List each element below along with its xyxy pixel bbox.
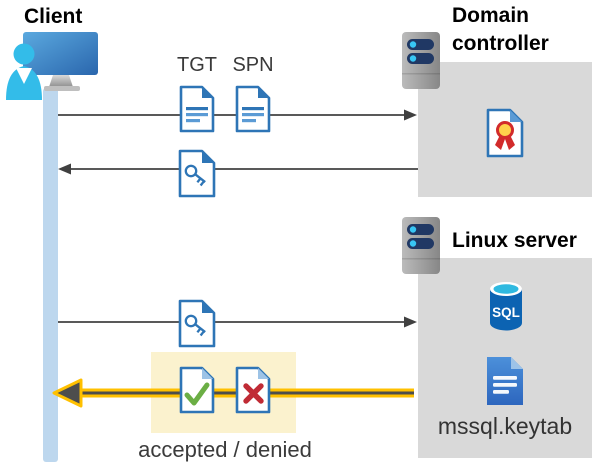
sql-icon-label: SQL <box>492 305 520 320</box>
arrow-service-request <box>58 316 417 328</box>
keytab-label: mssql.keytab <box>437 413 573 439</box>
key-document-icon <box>178 149 216 198</box>
domain-controller-server-icon <box>402 32 440 89</box>
linux-server-server-icon <box>402 217 440 274</box>
accepted-denied-label: accepted / denied <box>138 437 312 462</box>
accepted-check-document-icon <box>179 366 215 414</box>
arrow-ticket-response <box>58 163 418 175</box>
spn-document-icon <box>235 85 271 133</box>
tgt-label: TGT <box>177 54 217 76</box>
domain-controller-title: Domain controller <box>452 4 549 55</box>
person-at-monitor-icon <box>6 32 98 100</box>
tgt-document-icon <box>179 85 215 133</box>
client-title: Client <box>24 5 83 28</box>
linux-server-title: Linux server <box>452 229 577 252</box>
client-lifeline <box>43 88 58 462</box>
certificate-document-icon <box>486 108 524 158</box>
keytab-document-icon <box>487 357 523 405</box>
arrow-tgt-spn-request <box>58 109 417 121</box>
spn-label: SPN <box>232 54 274 76</box>
key-document-icon <box>178 299 216 348</box>
sql-database-icon: SQL <box>490 282 522 331</box>
denied-x-document-icon <box>235 366 271 414</box>
